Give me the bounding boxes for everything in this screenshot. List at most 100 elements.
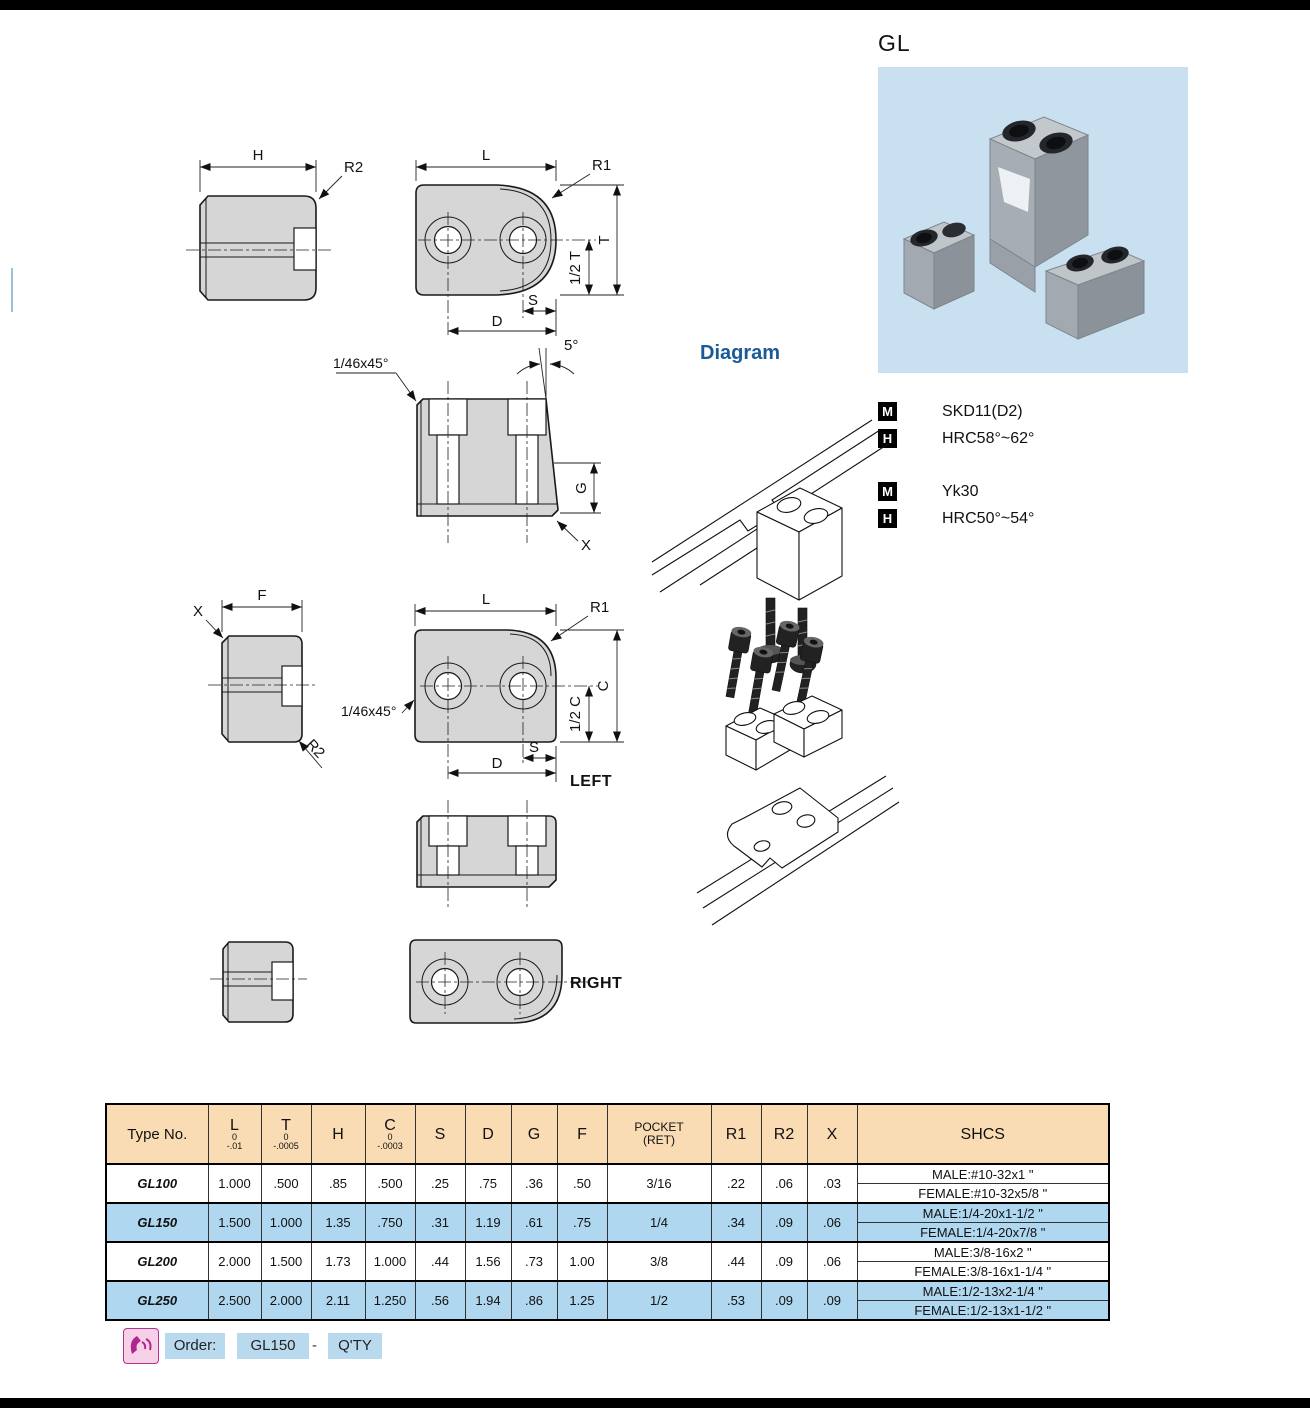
hardness-icon: H — [878, 429, 897, 448]
diagram-block-with-screws — [756, 487, 843, 674]
dim-label-half-c: 1/2 C — [567, 696, 584, 732]
table-row: GL150 1.500 1.000 1.35 .750 .31 1.19 .61… — [105, 1202, 1110, 1243]
col-header-r1: R1 — [710, 1103, 762, 1165]
material-icon: M — [878, 482, 897, 501]
shcs-male: MALE:#10-32x1 " — [856, 1163, 1110, 1184]
type-no-cell: GL100 — [105, 1163, 209, 1204]
product-code-title: GL — [878, 30, 911, 56]
dim-label-d: D — [492, 313, 503, 330]
phone-icon — [130, 1336, 152, 1354]
dim-label-r1: R1 — [590, 599, 609, 616]
col-header-h: H — [310, 1103, 366, 1165]
col-header-shcs: SHCS — [856, 1103, 1110, 1165]
top-border-bar — [0, 0, 1310, 10]
order-qty-chip: Q'TY — [328, 1333, 382, 1359]
view-label-right: RIGHT — [570, 975, 622, 992]
view-top-right: RIGHT — [409, 939, 622, 1024]
product-photo — [878, 67, 1188, 373]
table-row: GL250 2.500 2.000 2.11 1.250 .56 1.94 .8… — [105, 1280, 1110, 1321]
dim-label-l: L — [482, 147, 490, 164]
type-no-cell: GL150 — [105, 1202, 209, 1243]
dim-label-r2: R2 — [344, 159, 363, 176]
shcs-female: FEMALE:#10-32x5/8 " — [856, 1183, 1110, 1204]
dimension-table: Type No. L 0 -.01 T 0 -.0005 H C 0 -.000… — [105, 1103, 1110, 1321]
left-edge-tick — [11, 268, 13, 312]
dim-label-x: X — [581, 537, 591, 554]
dim-label-half-t: 1/2 T — [567, 251, 584, 285]
dim-label-s: S — [528, 292, 538, 309]
col-header-f: F — [556, 1103, 608, 1165]
col-header-c: C 0 -.0003 — [364, 1103, 416, 1165]
type-no-cell: GL250 — [105, 1280, 209, 1321]
dim-label-r2: R2 — [303, 736, 329, 762]
shcs-female: FEMALE:3/8-16x1-1/4 " — [856, 1261, 1110, 1282]
table-row: GL100 1.000 .500 .85 .500 .25 .75 .36 .5… — [105, 1163, 1110, 1204]
dim-label-f: F — [257, 587, 266, 604]
view-label-left: LEFT — [570, 773, 612, 790]
col-header-type: Type No. — [105, 1103, 209, 1165]
col-header-l: L 0 -.01 — [207, 1103, 262, 1165]
material-value: SKD11(D2) — [942, 402, 1023, 420]
table-row: FEMALE:3/8-16x1-1/4 " — [106, 1261, 1110, 1282]
col-header-r2: R2 — [760, 1103, 808, 1165]
order-separator: - — [312, 1337, 317, 1354]
table-row: FEMALE:1/2-13x1-1/2 " — [106, 1300, 1110, 1321]
hardness-value: HRC50°~54° — [942, 509, 1035, 527]
col-header-t: T 0 -.0005 — [260, 1103, 312, 1165]
view-top-lt: L R1 T 1/2 T S D — [415, 147, 624, 336]
spec-row-material-2: M Yk30 — [878, 482, 978, 501]
type-no-cell: GL200 — [105, 1241, 209, 1282]
dim-label-g: G — [573, 482, 590, 494]
diagram-title: Diagram — [700, 342, 781, 364]
view-side-small — [210, 941, 307, 1023]
shcs-female: FEMALE:1/2-13x1-1/2 " — [856, 1300, 1110, 1321]
chamfer-label: 1/46x45° — [341, 703, 396, 719]
col-header-x: X — [806, 1103, 858, 1165]
dim-label-c: C — [595, 680, 612, 691]
table-header-row: Type No. L 0 -.01 T 0 -.0005 H C 0 -.000… — [105, 1103, 1110, 1165]
spec-row-hardness-1: H HRC58°~62° — [878, 429, 1034, 448]
order-label: Order: — [165, 1333, 225, 1359]
dim-label-h: H — [253, 147, 264, 164]
col-header-s: S — [414, 1103, 466, 1165]
hardness-value: HRC58°~62° — [942, 429, 1035, 447]
shcs-male: MALE:3/8-16x2 " — [856, 1241, 1110, 1262]
shcs-male: MALE:1/4-20x1-1/2 " — [856, 1202, 1110, 1223]
view-front-tapered: 1/46x45° G X — [333, 355, 601, 554]
table-row: FEMALE:1/4-20x7/8 " — [106, 1222, 1110, 1243]
dim-label-l: L — [482, 591, 490, 608]
phone-order-box — [123, 1328, 159, 1364]
material-value: Yk30 — [942, 482, 979, 500]
order-model-chip: GL150 — [237, 1333, 309, 1359]
assembly-diagram — [651, 419, 900, 926]
product-photo-render — [902, 116, 1146, 340]
dim-label-angle: 5° — [564, 337, 578, 354]
material-icon: M — [878, 402, 897, 421]
photo-block-right — [1044, 246, 1146, 340]
shcs-female: FEMALE:1/4-20x7/8 " — [856, 1222, 1110, 1243]
diagram-rail-bottom — [696, 775, 900, 926]
view-top-left-c: L R1 C 1/2 C S D 1/46x45° LEFT — [341, 591, 624, 790]
dim-label-x: X — [193, 603, 203, 620]
angle-callout: 5° — [516, 337, 578, 400]
hardness-icon: H — [878, 509, 897, 528]
spec-row-material-1: M SKD11(D2) — [878, 402, 1023, 421]
view-side-h: H R2 — [186, 147, 363, 301]
col-header-g: G — [510, 1103, 558, 1165]
col-header-d: D — [464, 1103, 512, 1165]
chamfer-label: 1/46x45° — [333, 355, 388, 371]
col-header-pocket: POCKET (RET) — [606, 1103, 712, 1165]
technical-drawings: H R2 L R1 T 1/2 T — [186, 147, 624, 1024]
photo-block-center — [988, 116, 1090, 293]
bottom-border-bar — [0, 1398, 1310, 1408]
dim-label-t: T — [596, 235, 613, 244]
table-row: GL200 2.000 1.500 1.73 1.000 .44 1.56 .7… — [105, 1241, 1110, 1282]
dim-label-r1: R1 — [592, 157, 611, 174]
photo-block-left — [902, 221, 976, 310]
dim-label-s: S — [529, 739, 539, 756]
view-side-f: X F R2 — [193, 587, 329, 769]
spec-row-hardness-2: H HRC50°~54° — [878, 509, 1034, 528]
shcs-male: MALE:1/2-13x2-1/4 " — [856, 1280, 1110, 1301]
table-row: FEMALE:#10-32x5/8 " — [106, 1183, 1110, 1204]
